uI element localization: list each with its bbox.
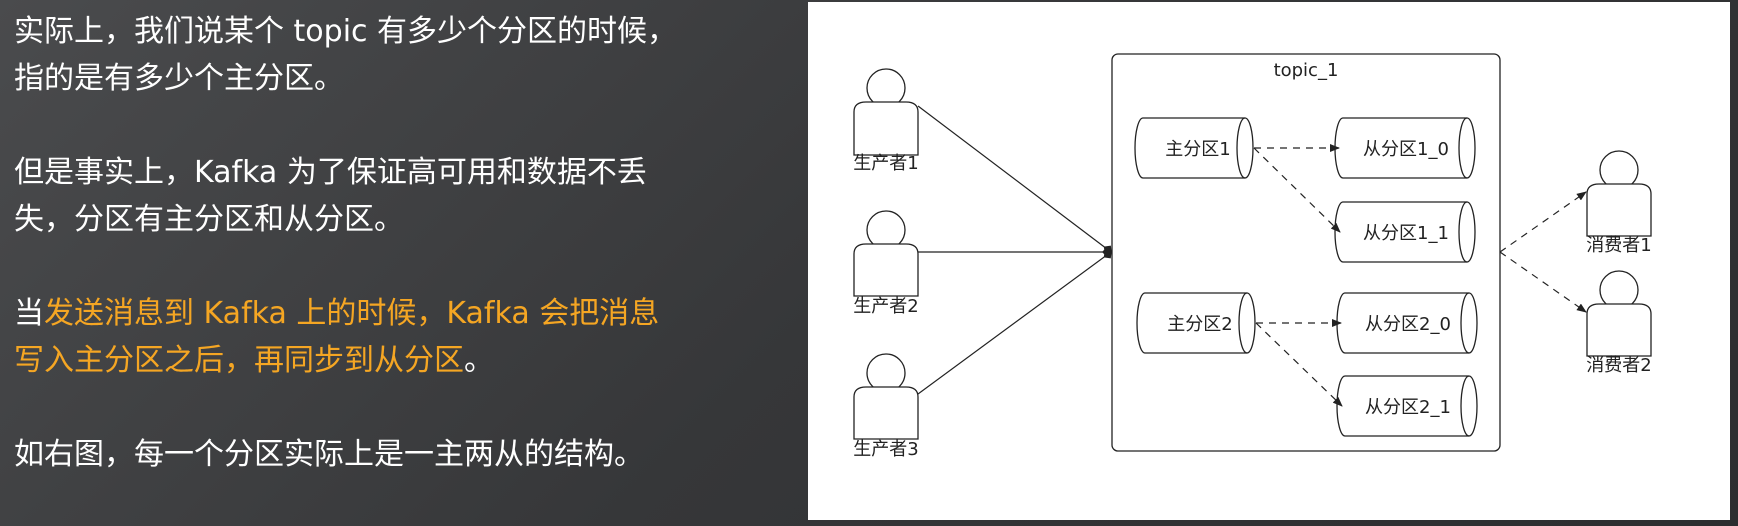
person-body bbox=[853, 243, 919, 297]
person-icon bbox=[1599, 150, 1639, 190]
producer-2: 生产者2 bbox=[853, 210, 919, 317]
cylinder-edge bbox=[1460, 292, 1470, 354]
text-line: 但是事实上，Kafka 为了保证高可用和数据不丢 bbox=[14, 155, 647, 190]
producer-1: 生产者1 bbox=[853, 68, 919, 174]
cylinder-edge bbox=[1236, 117, 1246, 179]
partition-label: 从分区1_1 bbox=[1363, 223, 1449, 244]
highlight-text: 写入主分区之后，再同步到从分区 bbox=[14, 343, 464, 378]
consumer-2-arrow bbox=[1499, 251, 1587, 313]
text-line: 指的是有多少个主分区。 bbox=[14, 61, 344, 96]
person-body bbox=[1586, 303, 1652, 357]
consumer-1-arrow bbox=[1499, 191, 1587, 253]
paragraph-sync: 当发送消息到 Kafka 上的时候，Kafka 会把消息 写入主分区之后，再同步… bbox=[14, 290, 794, 384]
partition-label: 主分区1 bbox=[1165, 139, 1230, 160]
producer-label: 生产者3 bbox=[853, 439, 918, 460]
cylinder-edge bbox=[1458, 201, 1468, 263]
text-line: 实际上，我们说某个 topic 有多少个分区的时候， bbox=[14, 14, 678, 49]
follower-partition-1-0: 从分区1_0 bbox=[1334, 117, 1476, 179]
leader-partition-2: 主分区2 bbox=[1136, 292, 1256, 354]
producer-3-link bbox=[917, 250, 1112, 395]
person-icon bbox=[1599, 270, 1639, 310]
consumer-label: 消费者2 bbox=[1586, 355, 1651, 376]
text-segment: 。 bbox=[464, 343, 494, 378]
diagram-panel: topic_1 生产者1 生产者2 生产者3 bbox=[808, 2, 1730, 520]
person-body bbox=[853, 101, 919, 156]
text-line: 如右图，每一个分区实际上是一主两从的结构。 bbox=[14, 437, 644, 472]
text-segment: 当 bbox=[14, 296, 44, 331]
producer-label: 生产者2 bbox=[853, 296, 918, 317]
partition-label: 主分区2 bbox=[1167, 314, 1232, 335]
replication-arrow bbox=[1255, 322, 1343, 407]
partition-label: 从分区2_1 bbox=[1365, 397, 1451, 418]
cylinder-edge bbox=[1458, 117, 1468, 179]
highlight-text: 发送消息到 Kafka 上的时候，Kafka 会把消息 bbox=[44, 296, 660, 331]
partition-label: 从分区1_0 bbox=[1363, 139, 1449, 160]
producer-1-link bbox=[917, 105, 1112, 254]
person-icon bbox=[866, 68, 906, 108]
person-body bbox=[1586, 183, 1652, 237]
text-panel: 实际上，我们说某个 topic 有多少个分区的时候， 指的是有多少个主分区。 但… bbox=[14, 8, 794, 478]
paragraph-leader-follower: 但是事实上，Kafka 为了保证高可用和数据不丢 失，分区有主分区和从分区。 bbox=[14, 149, 794, 243]
kafka-partition-diagram: topic_1 生产者1 生产者2 生产者3 bbox=[853, 53, 1652, 460]
producer-label: 生产者1 bbox=[853, 153, 918, 174]
person-icon bbox=[866, 353, 906, 393]
partition-label: 从分区2_0 bbox=[1365, 314, 1451, 335]
person-icon bbox=[866, 210, 906, 250]
topic-label: topic_1 bbox=[1274, 60, 1339, 81]
follower-partition-1-1: 从分区1_1 bbox=[1334, 201, 1476, 263]
consumer-label: 消费者1 bbox=[1586, 235, 1651, 256]
consumer-2: 消费者2 bbox=[1586, 270, 1652, 376]
producer-3: 生产者3 bbox=[853, 353, 919, 460]
follower-partition-2-0: 从分区2_0 bbox=[1336, 292, 1478, 354]
leader-partition-1: 主分区1 bbox=[1134, 117, 1254, 179]
cylinder-edge bbox=[1460, 375, 1470, 437]
paragraph-structure: 如右图，每一个分区实际上是一主两从的结构。 bbox=[14, 431, 794, 478]
cylinder-edge bbox=[1238, 292, 1248, 354]
text-line: 失，分区有主分区和从分区。 bbox=[14, 202, 404, 237]
consumer-1: 消费者1 bbox=[1586, 150, 1652, 256]
follower-partition-2-1: 从分区2_1 bbox=[1336, 375, 1478, 437]
paragraph-partition-count: 实际上，我们说某个 topic 有多少个分区的时候， 指的是有多少个主分区。 bbox=[14, 8, 794, 102]
person-body bbox=[853, 386, 919, 440]
